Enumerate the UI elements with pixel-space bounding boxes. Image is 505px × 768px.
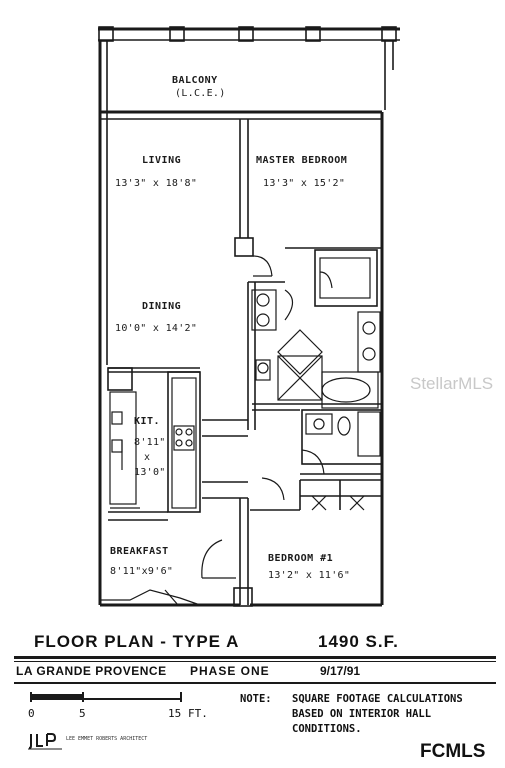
project-underline bbox=[14, 682, 496, 684]
square-footage: 1490 S.F. bbox=[318, 632, 399, 651]
exterior-walls bbox=[98, 41, 384, 607]
architect-name: LEE EMMET ROBERTS ARCHITECT bbox=[66, 736, 148, 742]
scale-tick-0: 0 bbox=[28, 707, 35, 720]
fcmls-watermark: FCMLS bbox=[420, 741, 486, 762]
balcony-label: BALCONY bbox=[172, 75, 218, 86]
master-bedroom-dims: 13'3" x 15'2" bbox=[263, 178, 345, 189]
living-label: LIVING bbox=[142, 155, 181, 166]
master-bedroom-label: MASTER BEDROOM bbox=[256, 155, 347, 166]
breakfast-label: BREAKFAST bbox=[110, 546, 169, 557]
scale-tick-15: 15 bbox=[168, 707, 182, 720]
room-labels: BALCONY (L.C.E.) LIVING 13'3" x 18'8" MA… bbox=[110, 75, 350, 581]
architect-logo-icon bbox=[28, 733, 62, 750]
dining-dims: 10'0" x 14'2" bbox=[115, 323, 197, 334]
note-text: SQUARE FOOTAGE CALCULATIONS BASED ON INT… bbox=[292, 693, 463, 735]
title-underline bbox=[14, 656, 496, 659]
balcony-note: (L.C.E.) bbox=[175, 88, 226, 99]
kitchen-dims-x: x bbox=[144, 452, 150, 463]
breakfast-dims: 8'11"x9'6" bbox=[110, 566, 173, 577]
scale-tick-5: 5 bbox=[79, 707, 86, 720]
kitchen-label: KIT. bbox=[134, 416, 160, 427]
interior-walls bbox=[99, 119, 383, 607]
plan-title: FLOOR PLAN - TYPE A bbox=[34, 632, 240, 651]
balcony-rail bbox=[98, 26, 400, 110]
title-underline-thin bbox=[14, 661, 496, 662]
kitchen-dims-width: 8'11" bbox=[134, 437, 166, 448]
living-dims: 13'3" x 18'8" bbox=[115, 178, 197, 189]
project-phase: PHASE ONE bbox=[190, 664, 270, 678]
scale-unit: FT. bbox=[188, 707, 208, 720]
plan-date: 9/17/91 bbox=[320, 664, 361, 678]
floor-plan-svg: BALCONY (L.C.E.) LIVING 13'3" x 18'8" MA… bbox=[98, 26, 400, 607]
stellar-watermark: StellarMLS bbox=[410, 374, 494, 393]
project-name: LA GRANDE PROVENCE bbox=[16, 664, 167, 678]
scale-bar bbox=[30, 692, 182, 704]
bedroom-1-label: BEDROOM #1 bbox=[268, 553, 333, 564]
bedroom-1-dims: 13'2" x 11'6" bbox=[268, 570, 350, 581]
dining-label: DINING bbox=[142, 301, 181, 312]
note-label: NOTE: bbox=[240, 693, 272, 705]
kitchen-dims-height: 13'0" bbox=[134, 467, 166, 478]
